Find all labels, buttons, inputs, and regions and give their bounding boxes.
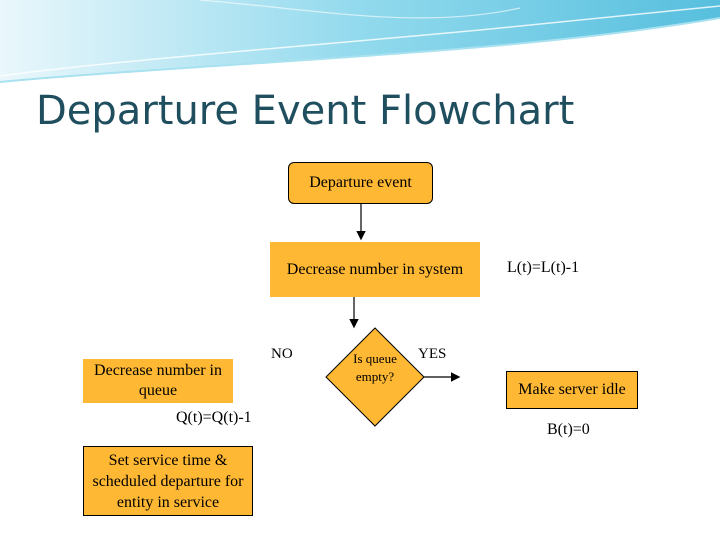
yes-branch-label: YES (418, 346, 447, 362)
b-update-label: B(t)=0 (547, 421, 590, 438)
make-idle-label: Make server idle (518, 381, 626, 398)
decrease-system-box: Decrease number in system (270, 242, 480, 297)
departure-event-label: Departure event (309, 174, 412, 191)
q-update-label: Q(t)=Q(t)-1 (176, 409, 252, 426)
decrease-system-label: Decrease number in system (286, 260, 464, 278)
decision-label: Is queue empty? (353, 351, 397, 384)
set-service-box: Set service time & scheduled departure f… (83, 446, 253, 516)
make-idle-box: Make server idle (506, 371, 638, 409)
l-update-label: L(t)=L(t)-1 (507, 259, 580, 276)
set-service-label: Set service time & scheduled departure f… (92, 451, 244, 511)
decrease-queue-box: Decrease number in queue (83, 359, 233, 403)
decrease-queue-label: Decrease number in queue (94, 362, 222, 399)
decision-diamond (325, 327, 425, 427)
decorative-wave-banner (0, 0, 720, 83)
no-branch-label: NO (271, 346, 293, 362)
page-title: Departure Event Flowchart (36, 88, 575, 134)
departure-event-box: Departure event (288, 162, 433, 204)
